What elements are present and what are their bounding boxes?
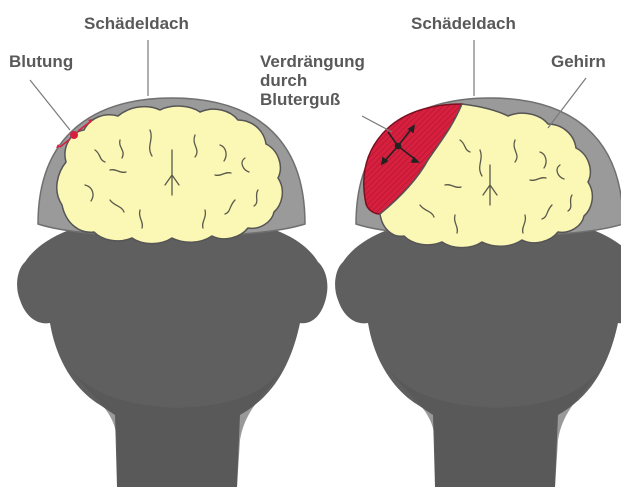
right-displacement-line-2: durch bbox=[260, 71, 365, 90]
left-skull-label: Schädeldach bbox=[84, 14, 189, 33]
left-bleeding-leader bbox=[30, 80, 70, 130]
left-brain bbox=[57, 106, 283, 244]
right-displacement-leader bbox=[362, 116, 392, 132]
left-bleeding-label: Blutung bbox=[9, 52, 73, 71]
right-displacement-label: Verdrängung durch Bluterguß bbox=[260, 52, 365, 109]
right-displacement-line-1: Verdrängung bbox=[260, 52, 365, 71]
right-displacement-line-3: Bluterguß bbox=[260, 90, 365, 109]
right-brain-label: Gehirn bbox=[551, 52, 606, 71]
right-skull-label: Schädeldach bbox=[411, 14, 516, 33]
right-head bbox=[335, 40, 621, 487]
